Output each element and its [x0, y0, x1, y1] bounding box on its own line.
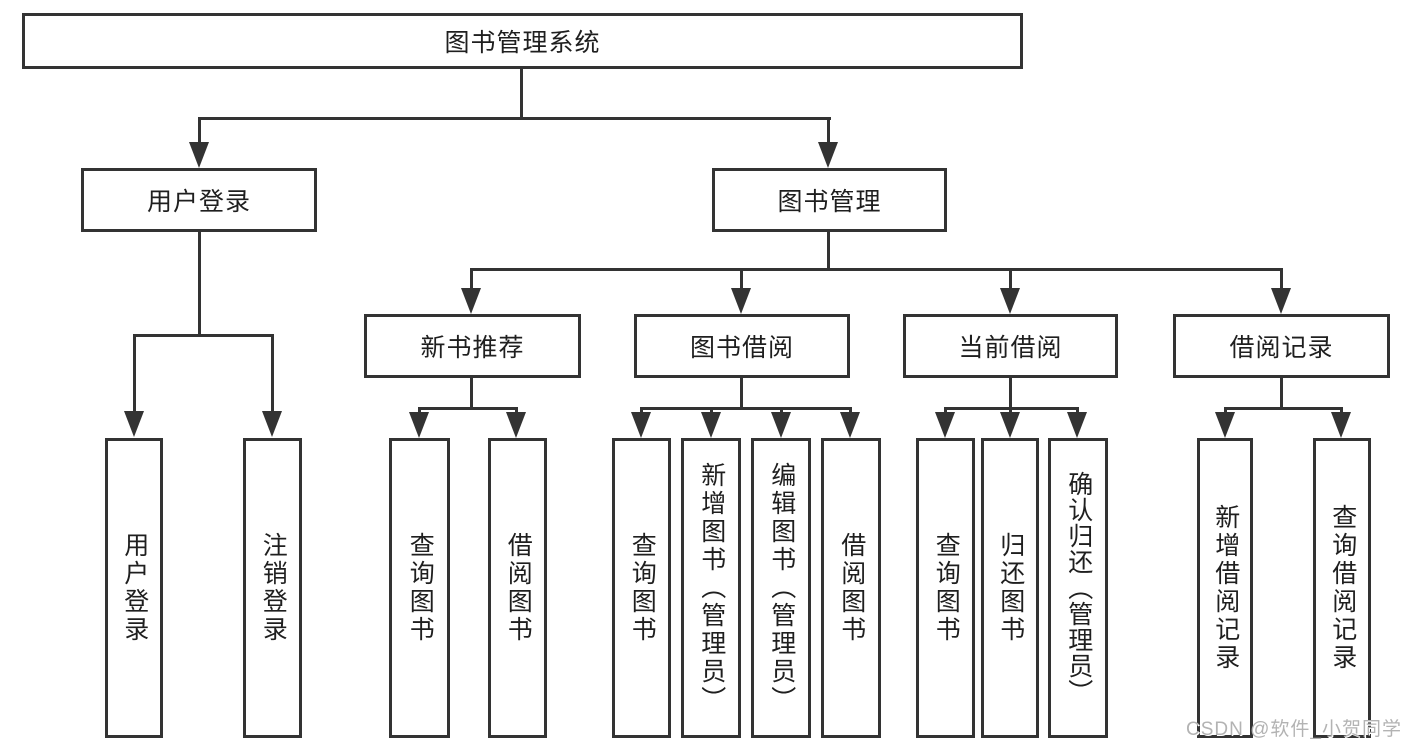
- node-user-login: 用户登录: [81, 168, 317, 232]
- connector-line: [271, 334, 274, 414]
- connector-arrowhead: [1331, 412, 1351, 438]
- connector-line: [740, 378, 743, 410]
- leaf-add-borrow-record-label: 新增借阅记录: [1211, 504, 1240, 672]
- connector-line: [740, 268, 743, 292]
- connector-arrowhead: [840, 412, 860, 438]
- connector-line: [471, 268, 1283, 271]
- leaf-return-book: 归还图书: [981, 438, 1039, 738]
- connector-arrowhead: [506, 412, 526, 438]
- connector-arrowhead: [409, 412, 429, 438]
- leaf-borrow-query-book-label: 查询图书: [628, 532, 657, 644]
- node-borrow-record-label: 借阅记录: [1229, 334, 1334, 362]
- leaf-return-book-label: 归还图书: [996, 532, 1025, 644]
- node-user-login-label: 用户登录: [146, 188, 251, 216]
- leaf-current-query-book-label: 查询图书: [932, 532, 961, 644]
- connector-line: [198, 232, 201, 337]
- connector-arrowhead: [124, 411, 144, 437]
- node-book-management-label: 图书管理: [777, 188, 882, 216]
- connector-line: [1224, 407, 1343, 410]
- connector-line: [1280, 268, 1283, 292]
- leaf-add-borrow-record: 新增借阅记录: [1197, 438, 1253, 738]
- leaf-add-book-admin-label: 新增图书（管理员）: [697, 462, 726, 714]
- node-root-system: 图书管理系统: [22, 13, 1023, 69]
- leaf-recommend-borrow-book: 借阅图书: [488, 438, 547, 738]
- leaf-logout: 注销登录: [243, 438, 302, 738]
- connector-arrowhead: [631, 412, 651, 438]
- connector-arrowhead: [771, 412, 791, 438]
- leaf-edit-book-admin-label: 编辑图书（管理员）: [767, 462, 796, 714]
- connector-arrowhead: [189, 142, 209, 168]
- leaf-logout-label: 注销登录: [259, 532, 288, 644]
- connector-line: [827, 232, 830, 271]
- leaf-borrow-book-label: 借阅图书: [837, 532, 866, 644]
- connector-line: [418, 407, 518, 410]
- connector-line: [1009, 268, 1012, 292]
- csdn-watermark: CSDN @软件_小贺同学: [1186, 719, 1402, 740]
- connector-line: [133, 334, 274, 337]
- connector-arrowhead: [1067, 412, 1087, 438]
- connector-line: [640, 407, 852, 410]
- leaf-add-book-admin: 新增图书（管理员）: [681, 438, 741, 738]
- leaf-confirm-return-admin-label: 确认归还（管理员）: [1064, 471, 1093, 705]
- node-borrow-record: 借阅记录: [1173, 314, 1390, 378]
- leaf-borrow-book: 借阅图书: [821, 438, 881, 738]
- leaf-recommend-query-book: 查询图书: [389, 438, 450, 738]
- leaf-confirm-return-admin: 确认归还（管理员）: [1048, 438, 1108, 738]
- leaf-current-query-book: 查询图书: [916, 438, 975, 738]
- connector-arrowhead: [701, 412, 721, 438]
- node-root-system-label: 图书管理系统: [444, 29, 601, 57]
- connector-line: [198, 117, 201, 148]
- connector-line: [198, 117, 831, 120]
- connector-arrowhead: [1215, 412, 1235, 438]
- leaf-user-login-label: 用户登录: [120, 532, 149, 644]
- node-book-borrow: 图书借阅: [634, 314, 850, 378]
- connector-arrowhead: [461, 288, 481, 314]
- leaf-query-borrow-record-label: 查询借阅记录: [1328, 504, 1357, 672]
- node-new-book-recommend: 新书推荐: [364, 314, 581, 378]
- connector-line: [470, 378, 473, 410]
- leaf-recommend-borrow-book-label: 借阅图书: [504, 532, 533, 644]
- connector-line: [470, 268, 473, 292]
- node-current-borrow: 当前借阅: [903, 314, 1118, 378]
- connector-arrowhead: [818, 142, 838, 168]
- node-book-management: 图书管理: [712, 168, 947, 232]
- connector-arrowhead: [935, 412, 955, 438]
- leaf-recommend-query-book-label: 查询图书: [406, 532, 435, 644]
- connector-line: [133, 334, 136, 414]
- leaf-query-borrow-record: 查询借阅记录: [1313, 438, 1371, 738]
- node-book-borrow-label: 图书借阅: [689, 334, 794, 362]
- connector-arrowhead: [1000, 412, 1020, 438]
- leaf-borrow-query-book: 查询图书: [612, 438, 671, 738]
- leaf-user-login: 用户登录: [105, 438, 163, 738]
- node-new-book-recommend-label: 新书推荐: [420, 334, 525, 362]
- node-current-borrow-label: 当前借阅: [958, 334, 1063, 362]
- connector-arrowhead: [262, 411, 282, 437]
- connector-arrowhead: [731, 288, 751, 314]
- connector-line: [1009, 378, 1012, 410]
- connector-arrowhead: [1271, 288, 1291, 314]
- connector-line: [1280, 378, 1283, 410]
- connector-line: [827, 117, 830, 148]
- connector-arrowhead: [1000, 288, 1020, 314]
- leaf-edit-book-admin: 编辑图书（管理员）: [751, 438, 811, 738]
- connector-line: [520, 69, 523, 119]
